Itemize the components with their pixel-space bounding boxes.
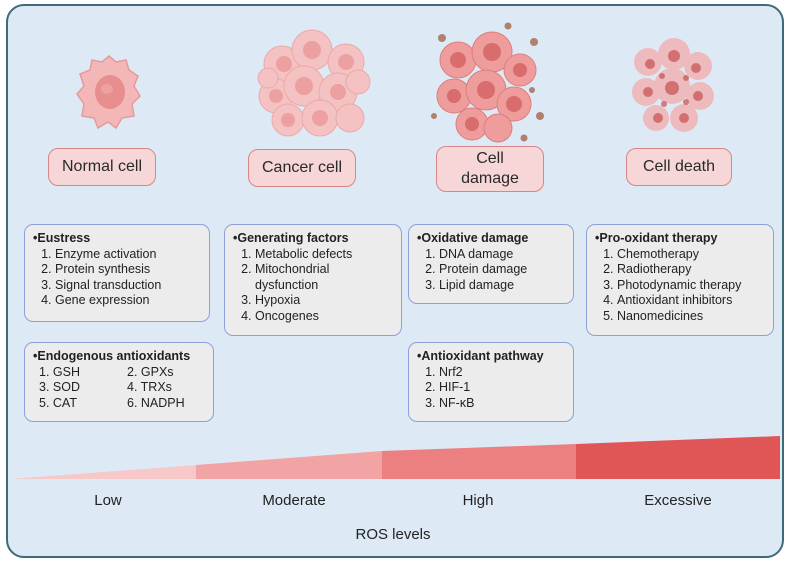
pro-oxidant-therapy-heading: •Pro-oxidant therapy	[595, 231, 718, 245]
list-item: Radiotherapy	[617, 262, 765, 278]
list-item: Lipid damage	[439, 278, 565, 294]
eustress-box: •Eustress Enzyme activation Protein synt…	[24, 224, 210, 322]
endogenous-antioxidants-box: •Endogenous antioxidants 1. GSH 2. GPXs …	[24, 342, 214, 422]
list-item: DNA damage	[439, 247, 565, 263]
oxidative-damage-box: •Oxidative damage DNA damage Protein dam…	[408, 224, 574, 304]
stage-label-cell-death: Cell death	[626, 148, 732, 186]
stage-label-cell-damage: Cell damage	[436, 146, 544, 192]
wedge-segment-moderate	[196, 451, 382, 479]
wedge-segment-low	[10, 465, 196, 479]
list-item: Nanomedicines	[617, 309, 765, 325]
stage-label-cancer-cell: Cancer cell	[248, 149, 356, 187]
list-item: 1. GSH	[39, 364, 80, 379]
wedge-segment-excessive	[576, 436, 780, 479]
list-item: Metabolic defects	[255, 247, 393, 263]
list-item: 6. NADPH	[127, 395, 185, 410]
antioxidant-pathway-heading: •Antioxidant pathway	[417, 349, 544, 363]
list-item: Photodynamic therapy	[617, 278, 765, 294]
list-item: Oncogenes	[255, 309, 393, 325]
list-item: 3. SOD	[39, 380, 80, 395]
list-item: NF-κB	[439, 396, 565, 412]
scale-label-excessive: Excessive	[644, 492, 712, 509]
list-item: Protein synthesis	[55, 262, 201, 278]
scale-label-high: High	[462, 492, 494, 509]
generating-factors-heading: •Generating factors	[233, 231, 349, 245]
wedge-segment-high	[382, 444, 576, 479]
scale-label-low: Low	[94, 492, 122, 509]
ros-level-wedge	[10, 436, 780, 479]
list-item: Signal transduction	[55, 278, 201, 294]
cancer-cell-illustration	[257, 29, 371, 137]
list-item: Antioxidant inhibitors	[617, 293, 765, 309]
stage-label-normal-cell: Normal cell	[48, 148, 156, 186]
pro-oxidant-therapy-box: •Pro-oxidant therapy Chemotherapy Radiot…	[586, 224, 774, 336]
list-item: 4. TRXs	[127, 380, 172, 395]
oxidative-damage-heading: •Oxidative damage	[417, 231, 529, 245]
scale-label-moderate: Moderate	[262, 492, 326, 509]
list-item: Protein damage	[439, 262, 565, 278]
list-item: Gene expression	[55, 293, 201, 309]
eustress-heading: •Eustress	[33, 231, 91, 245]
generating-factors-box: •Generating factors Metabolic defects Mi…	[224, 224, 402, 336]
list-item: 5. CAT	[39, 395, 77, 410]
endogenous-antioxidants-heading: •Endogenous antioxidants	[33, 349, 191, 363]
cell-damage-illustration	[431, 22, 544, 143]
list-item: Nrf2	[439, 365, 565, 381]
ros-levels-title: ROS levels	[355, 526, 431, 543]
diagram-frame: Normal cell Cancer cell Cell damage Cell…	[6, 4, 784, 558]
list-item: 2. GPXs	[127, 364, 174, 379]
cell-death-illustration	[632, 38, 714, 132]
list-item: HIF-1	[439, 380, 565, 396]
list-item: Hypoxia	[255, 293, 393, 309]
antioxidant-pathway-box: •Antioxidant pathway Nrf2 HIF-1 NF-κB	[408, 342, 574, 422]
list-item: Mitochondrial dysfunction	[255, 262, 375, 293]
list-item: Chemotherapy	[617, 247, 765, 263]
list-item: Enzyme activation	[55, 247, 201, 263]
normal-cell-illustration	[76, 55, 141, 130]
